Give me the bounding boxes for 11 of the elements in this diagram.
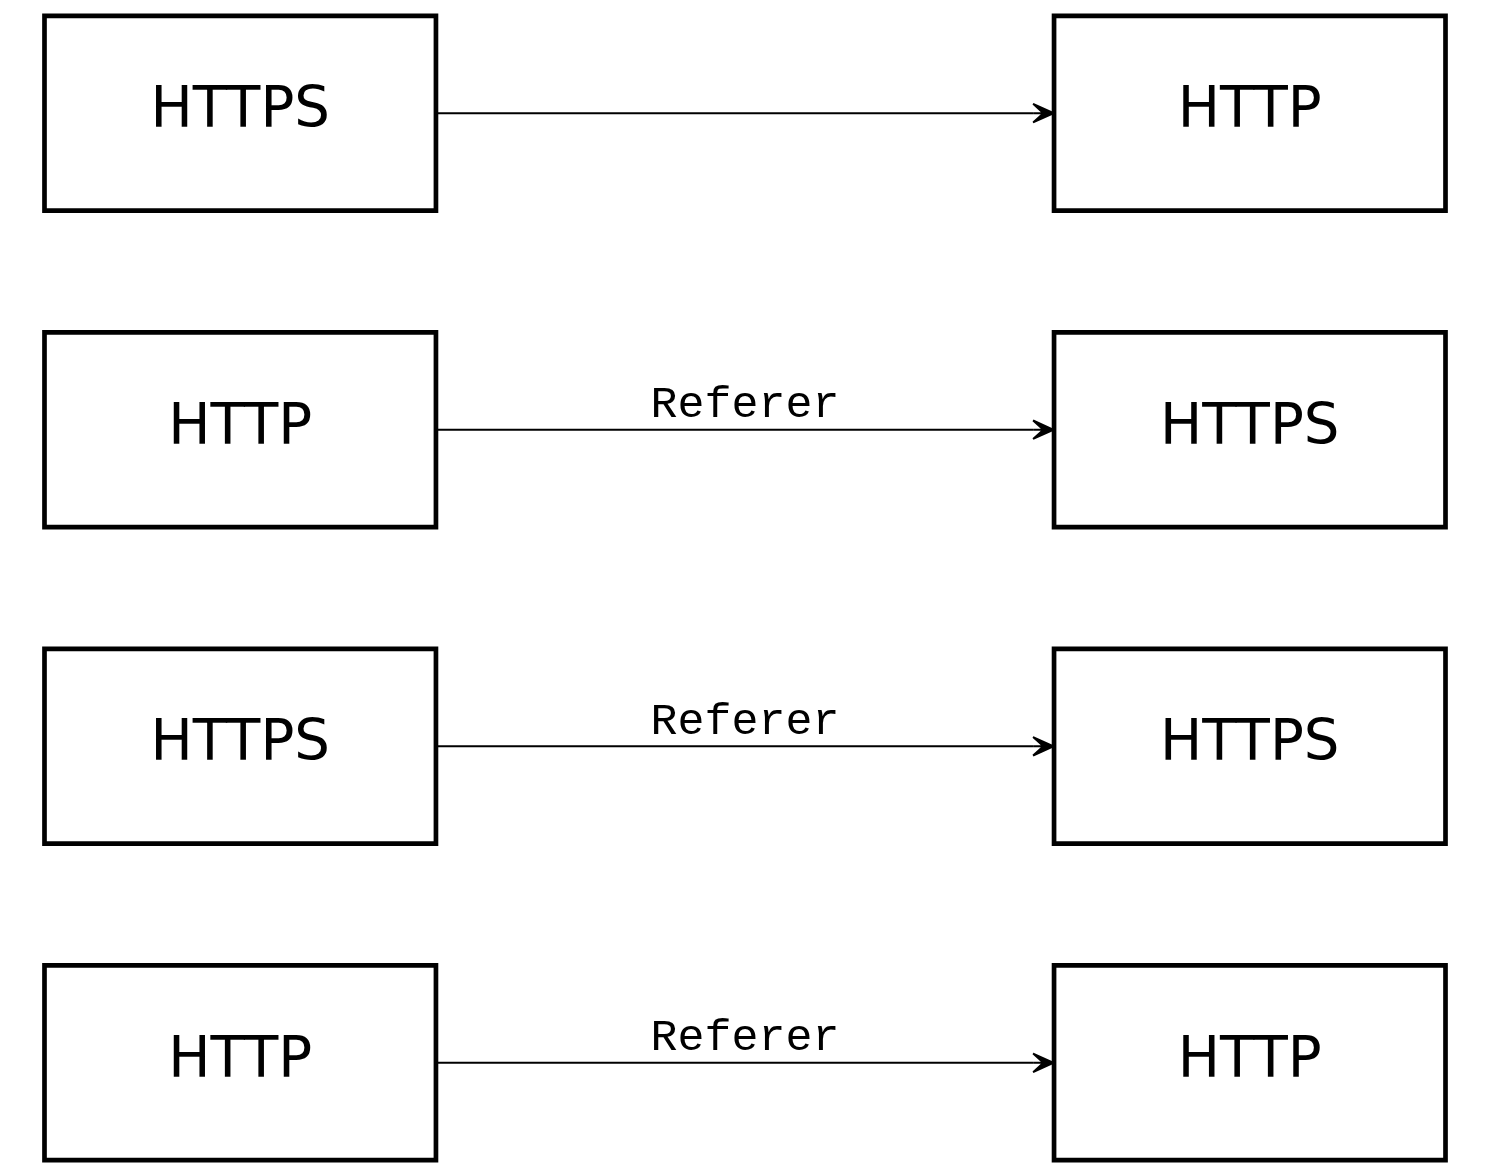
node-box: HTTP (1051, 963, 1448, 1163)
node-box: HTTPS (41, 13, 438, 213)
node-box: HTTP (1051, 13, 1448, 213)
node-box: HTTP (41, 330, 438, 530)
edge-label: Referer (650, 1013, 839, 1064)
node-box: HTTP (41, 963, 438, 1163)
node-box: HTTPS (41, 646, 438, 846)
node-box: HTTPS (1051, 646, 1448, 846)
node-box: HTTPS (1051, 330, 1448, 530)
edge-label: Referer (650, 379, 839, 430)
edge-label: Referer (650, 696, 839, 747)
